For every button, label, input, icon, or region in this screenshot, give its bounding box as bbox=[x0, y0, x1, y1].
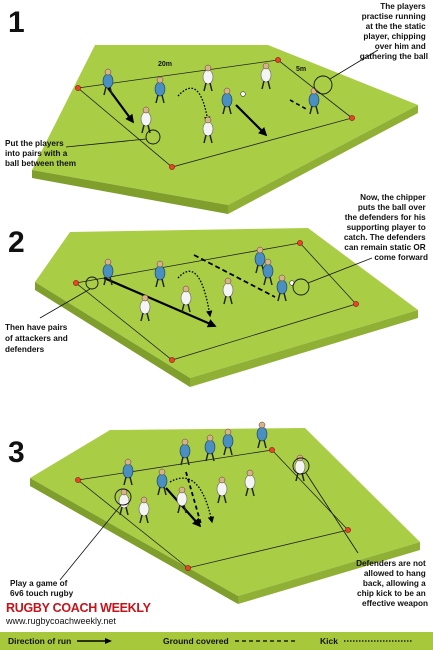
cone bbox=[275, 57, 281, 63]
attacker bbox=[276, 274, 288, 302]
cone bbox=[169, 357, 175, 363]
run-arrow bbox=[235, 104, 268, 137]
panel-3: 3 Play a game of bbox=[8, 421, 428, 608]
legend-run: Direction of run bbox=[8, 632, 113, 650]
defender bbox=[176, 486, 188, 514]
kick-arc bbox=[177, 270, 213, 318]
callout-line bbox=[329, 49, 379, 80]
run-arrow bbox=[165, 487, 202, 528]
brand-url: www.rugbycoachweekly.net bbox=[5, 616, 116, 626]
caption-left: Play a game of 6v6 touch rugby bbox=[10, 579, 74, 598]
caption-top: The players practise running at the the … bbox=[360, 2, 428, 61]
caption-left: Put the players into pairs with a ball b… bbox=[5, 139, 76, 168]
legend-kick-label: Kick bbox=[320, 636, 338, 646]
attacker bbox=[154, 76, 166, 104]
panel-number: 3 bbox=[8, 436, 25, 469]
pitch bbox=[32, 45, 418, 214]
defender bbox=[202, 116, 214, 144]
kick-arc bbox=[169, 477, 215, 524]
defender bbox=[216, 476, 228, 504]
attacker bbox=[204, 434, 216, 462]
legend-ground: Ground covered bbox=[163, 632, 297, 650]
ground-covered-line bbox=[289, 99, 309, 111]
cone bbox=[75, 477, 81, 483]
attacker bbox=[154, 260, 166, 288]
legend-bar: Direction of run Ground covered Kick bbox=[0, 632, 433, 650]
ground-covered-line bbox=[193, 254, 276, 298]
cone bbox=[297, 240, 303, 246]
callout-circle bbox=[114, 488, 132, 506]
legend-kick: Kick bbox=[320, 632, 414, 650]
callout-line bbox=[39, 288, 91, 319]
callout-circle bbox=[145, 129, 161, 145]
cone bbox=[73, 280, 79, 286]
cone bbox=[345, 527, 351, 533]
attacker bbox=[222, 428, 234, 456]
brand-logo: RUGBY COACH WEEKLY bbox=[6, 601, 152, 615]
cone bbox=[269, 447, 275, 453]
cones bbox=[75, 57, 355, 170]
attacker bbox=[221, 87, 233, 115]
callout-circle bbox=[292, 278, 310, 296]
dimension-depth: 5m bbox=[296, 66, 306, 73]
pitch bbox=[30, 428, 420, 604]
ground-covered-line bbox=[185, 471, 202, 525]
panel-1: 1 20m 5m bbox=[5, 2, 428, 214]
cone bbox=[353, 301, 359, 307]
defender bbox=[139, 294, 151, 322]
cones bbox=[73, 240, 359, 363]
attacker bbox=[156, 468, 168, 496]
pitch bbox=[35, 228, 418, 387]
cone bbox=[75, 85, 81, 91]
cone bbox=[349, 115, 355, 121]
cone bbox=[185, 565, 191, 571]
defender bbox=[260, 62, 272, 90]
callout-circle bbox=[85, 276, 99, 290]
attacker bbox=[122, 458, 134, 486]
run-arrow-icon bbox=[77, 638, 113, 644]
defender bbox=[138, 496, 150, 524]
ground-line-icon bbox=[234, 640, 295, 642]
attacker bbox=[254, 246, 266, 274]
panel-2: 2 Now, the chipper puts t bbox=[5, 193, 428, 387]
callout-line bbox=[305, 472, 359, 554]
legend-run-label: Direction of run bbox=[8, 636, 72, 646]
defender bbox=[244, 469, 256, 497]
callout-circle bbox=[292, 457, 310, 475]
attacker bbox=[308, 87, 320, 115]
caption-top: Now, the chipper puts the ball over the … bbox=[344, 193, 428, 262]
ball bbox=[240, 91, 246, 97]
callout-circle bbox=[313, 75, 333, 95]
cone bbox=[169, 164, 175, 170]
run-arrow bbox=[103, 276, 217, 328]
attacker bbox=[102, 68, 114, 96]
attacker bbox=[179, 438, 191, 466]
defender bbox=[202, 64, 214, 92]
panel-number: 2 bbox=[8, 226, 25, 259]
attacker bbox=[102, 258, 114, 286]
attacker bbox=[256, 421, 268, 449]
panel-number: 1 bbox=[8, 6, 25, 39]
legend-ground-label: Ground covered bbox=[163, 636, 229, 646]
callout-line bbox=[65, 138, 147, 148]
kick-line-icon bbox=[343, 640, 412, 642]
callout-line bbox=[59, 504, 122, 581]
cones bbox=[75, 447, 351, 571]
attacker bbox=[262, 258, 274, 286]
callout-line bbox=[307, 257, 373, 284]
caption-left: Then have pairs of attackers and defende… bbox=[5, 323, 70, 354]
caption-right: Defenders are not allowed to hang back, … bbox=[356, 559, 428, 608]
dimension-width: 20m bbox=[158, 61, 172, 68]
defender bbox=[180, 285, 192, 313]
defender bbox=[222, 277, 234, 305]
defender bbox=[140, 106, 152, 134]
